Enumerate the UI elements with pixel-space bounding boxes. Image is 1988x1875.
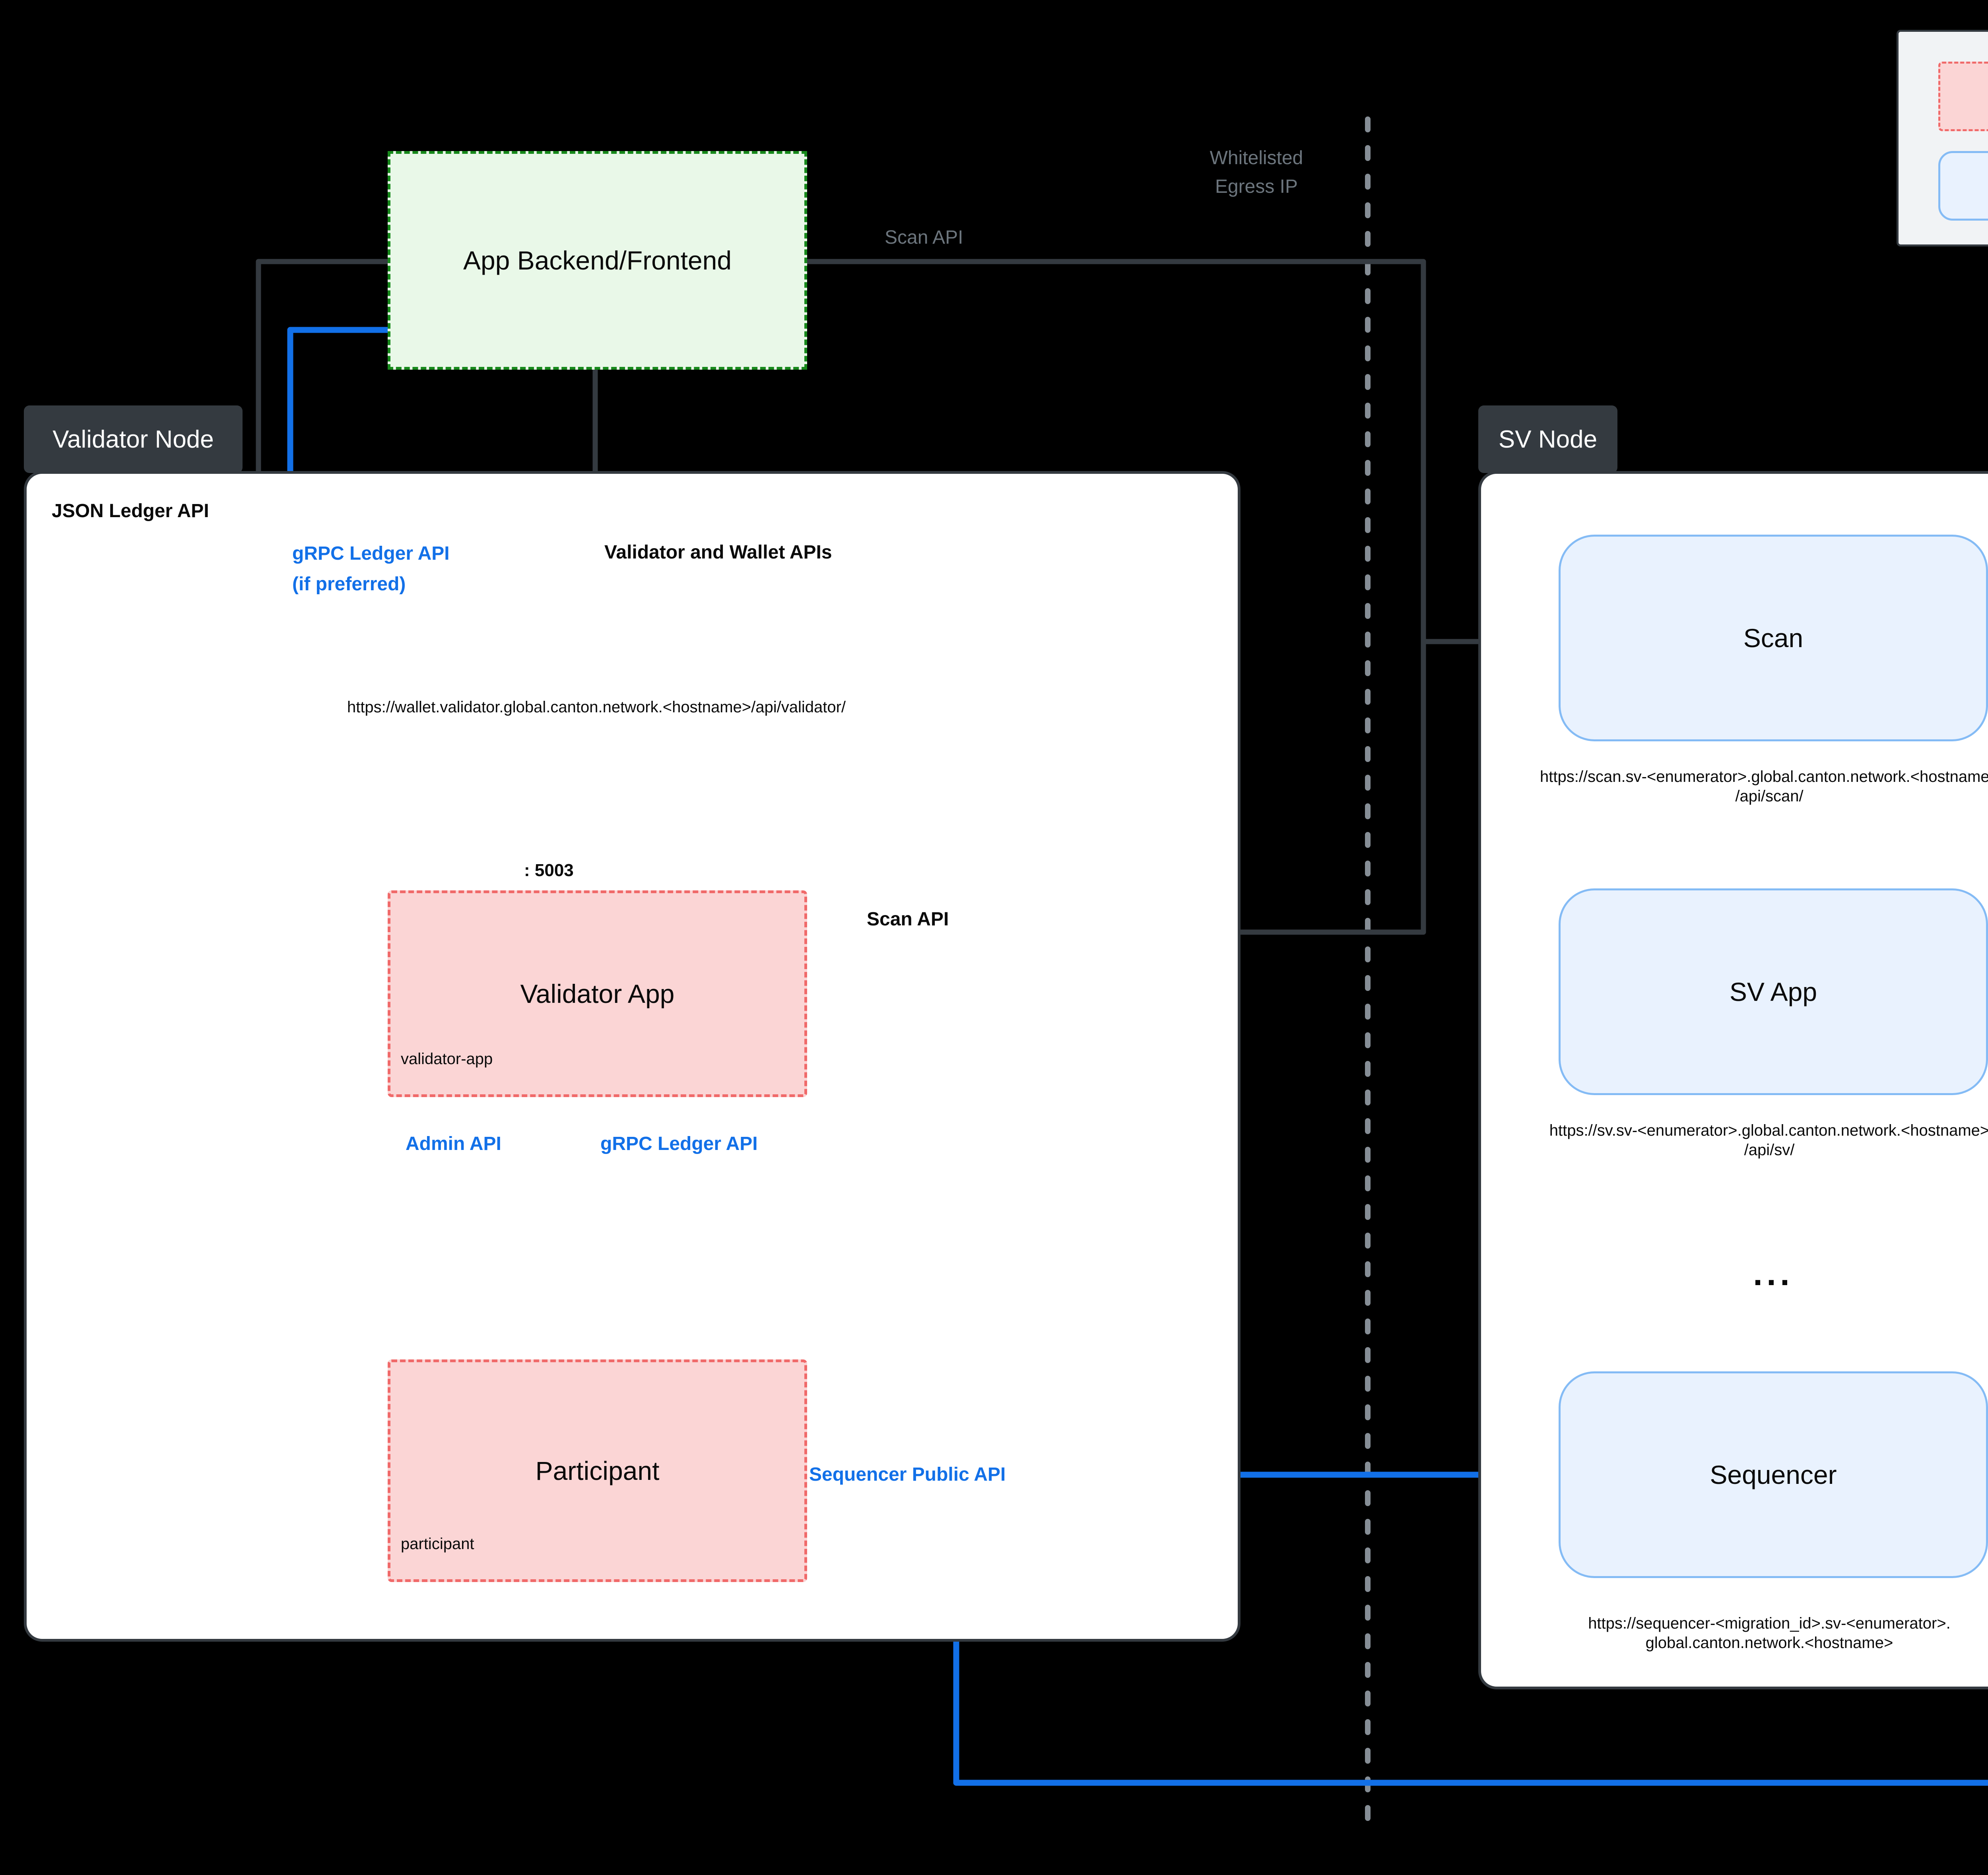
json-ledger-api-label: JSON Ledger API: [52, 500, 209, 522]
admin-api-label: Admin API: [406, 1133, 501, 1154]
sv-node-1-sv-app-box[interactable]: SV App: [1559, 888, 1988, 1095]
sv-node-1-scan-url-line2: /api/scan/: [1735, 787, 1804, 805]
legend-validator-swatch: Validator: [1938, 62, 1988, 131]
validator-app-port-label: : 5003: [524, 861, 574, 880]
edge-participant-to-sequencer-2: [953, 1495, 1988, 1786]
wallet-validator-url: https://wallet.validator.global.canton.n…: [347, 698, 846, 716]
participant-box[interactable]: Participant participant: [388, 1359, 807, 1582]
sv-node-1-ellipsis: ...: [1753, 1255, 1794, 1293]
sv-node-1-sv-app-url: https://sv.sv-<enumerator>.global.canton…: [1483, 1121, 1988, 1160]
sv-node-1-sequencer-label: Sequencer: [1710, 1460, 1837, 1489]
validator-app-title: Validator App: [520, 979, 675, 1008]
app-backend-frontend-box[interactable]: App Backend/Frontend: [388, 151, 807, 370]
validator-node-title-label: Validator Node: [52, 425, 214, 453]
app-backend-frontend-title: App Backend/Frontend: [463, 246, 732, 275]
grpc-ledger-api-label: gRPC Ledger API: [600, 1133, 758, 1154]
participant-title: Participant: [535, 1456, 660, 1485]
sv-node-1-title-label: SV Node: [1498, 425, 1598, 453]
legend-sv-node-component-swatch: SV Node Component: [1938, 151, 1988, 221]
sv-node-1-sequencer-url: https://sequencer-<migration_id>.sv-<enu…: [1483, 1614, 1988, 1653]
sv-node-1-sequencer-url-line2: global.canton.network.<hostname>: [1645, 1634, 1893, 1652]
sv-node-1-sequencer-url-line1: https://sequencer-<migration_id>.sv-<enu…: [1588, 1615, 1951, 1632]
sv-node-1-sv-app-label: SV App: [1729, 977, 1817, 1006]
grpc-ledger-api-preferred-label-line1: gRPC Ledger API: [292, 543, 450, 564]
sv-node-1-scan-box[interactable]: Scan: [1559, 535, 1988, 741]
sv-node-1-scan-url-line1: https://scan.sv-<enumerator>.global.cant…: [1540, 768, 1988, 785]
sv-node-1-scan-label: Scan: [1743, 623, 1804, 653]
validator-wallet-apis-label: Validator and Wallet APIs: [604, 542, 832, 563]
sv-node-1-sv-app-url-line1: https://sv.sv-<enumerator>.global.canton…: [1549, 1122, 1988, 1139]
validator-scan-api-label: Scan API: [867, 909, 949, 930]
sv-node-1-title: SV Node: [1478, 405, 1617, 473]
egress-boundary-label-line1: Whitelisted: [1209, 147, 1303, 169]
validator-app-subtitle: validator-app: [401, 1050, 493, 1068]
egress-boundary-label-line2: Egress IP: [1215, 176, 1298, 197]
validator-app-box[interactable]: Validator App validator-app: [388, 890, 807, 1097]
top-scan-api-label: Scan API: [885, 227, 963, 248]
validator-node-title: Validator Node: [24, 405, 243, 473]
sv-node-1-sv-app-url-line2: /api/sv/: [1744, 1141, 1795, 1159]
sv-node-1-scan-url: https://scan.sv-<enumerator>.global.cant…: [1483, 767, 1988, 806]
participant-subtitle: participant: [401, 1535, 474, 1553]
sv-node-1-sequencer-box[interactable]: Sequencer: [1559, 1371, 1988, 1578]
sequencer-public-api-label: Sequencer Public API: [809, 1464, 1006, 1485]
grpc-ledger-api-preferred-label-line2: (if preferred): [292, 574, 406, 595]
